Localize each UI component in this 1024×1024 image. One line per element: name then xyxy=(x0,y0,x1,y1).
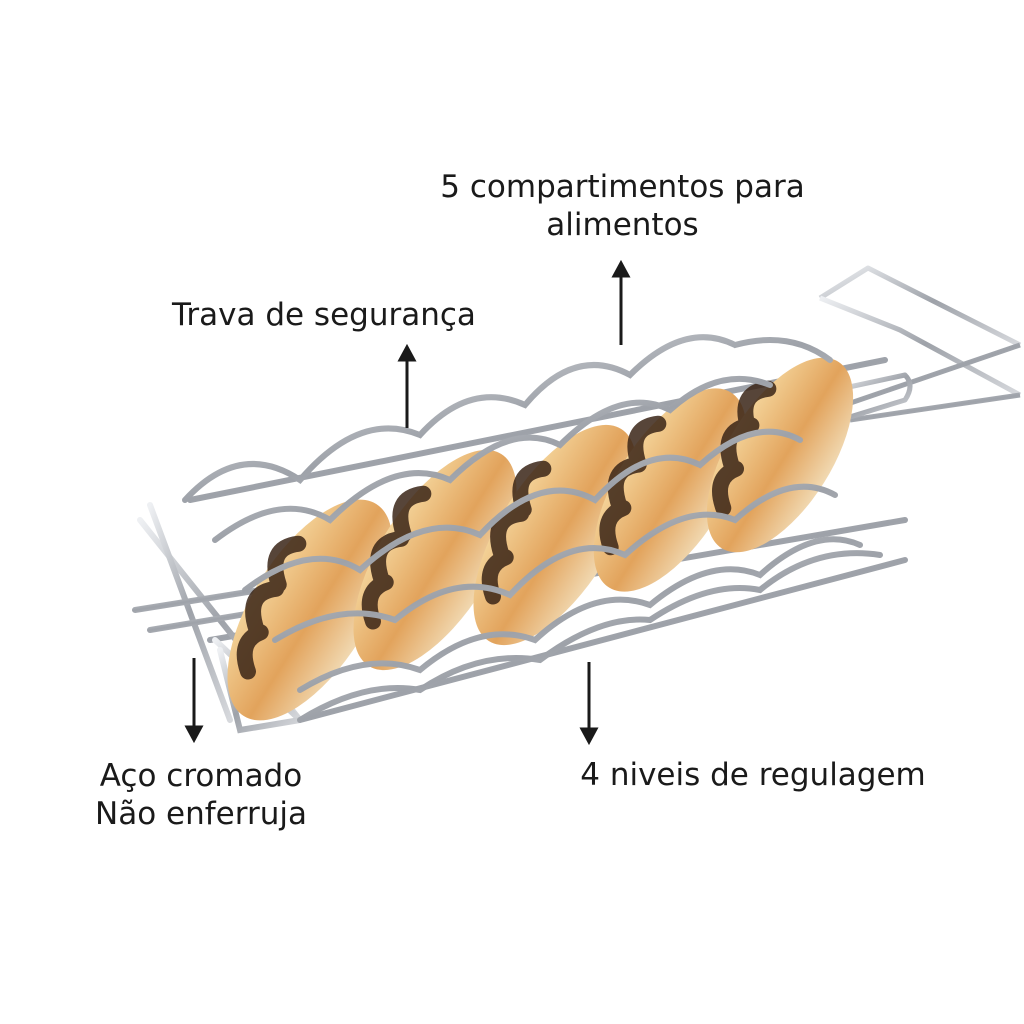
arrow-material xyxy=(184,658,204,744)
label-material-line2: Não enferruja xyxy=(95,796,307,832)
compartment-arches xyxy=(182,334,883,723)
arrow-safety-lock xyxy=(397,343,417,428)
label-material: Aço cromado Não enferruja xyxy=(70,757,332,833)
arrow-adjust-levels xyxy=(579,662,599,746)
label-adjust-levels-text: 4 niveis de regulagem xyxy=(580,757,926,793)
label-compartments-line1: 5 compartimentos para xyxy=(440,169,805,205)
label-adjust-levels: 4 niveis de regulagem xyxy=(578,756,928,794)
label-safety-lock-text: Trava de segurança xyxy=(172,297,476,333)
label-safety-lock: Trava de segurança xyxy=(172,296,476,334)
arrow-compartments xyxy=(611,259,631,345)
handle xyxy=(818,265,1022,423)
label-material-line1: Aço cromado xyxy=(99,758,303,794)
label-compartments-line2: alimentos xyxy=(546,207,699,243)
label-compartments: 5 compartimentos para alimentos xyxy=(425,168,820,244)
